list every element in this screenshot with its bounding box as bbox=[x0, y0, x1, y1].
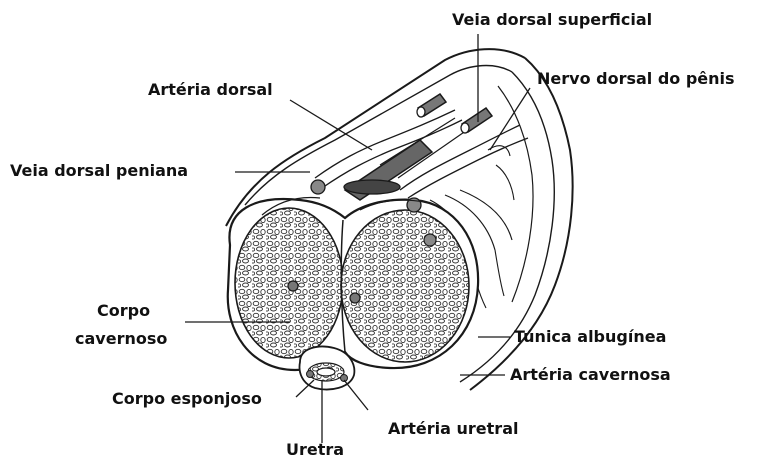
label-arteria-cavernosa: Artéria cavernosa bbox=[510, 365, 671, 384]
cavernous-artery-right bbox=[350, 293, 360, 303]
label-veia-dorsal-peniana: Veia dorsal peniana bbox=[10, 161, 188, 180]
label-arteria-dorsal: Artéria dorsal bbox=[148, 80, 273, 99]
label-uretra: Uretra bbox=[286, 440, 344, 459]
label-corpo-cavernoso-line1: Corpo bbox=[97, 301, 150, 320]
label-veia-dorsal-superficial: Veia dorsal superficial bbox=[452, 10, 652, 29]
label-nervo-dorsal-do-penis: Nervo dorsal do pênis bbox=[537, 69, 735, 88]
label-tunica-albuginea: Túnica albugínea bbox=[514, 327, 666, 346]
label-corpo-esponjoso: Corpo esponjoso bbox=[112, 389, 262, 408]
right-corpus-cavernosum bbox=[341, 210, 469, 362]
label-arteria-uretral: Artéria uretral bbox=[388, 419, 518, 438]
cavernous-artery-left bbox=[288, 281, 298, 291]
label-corpo-cavernoso-line2: cavernoso bbox=[75, 329, 167, 348]
urethra-lumen bbox=[317, 368, 335, 376]
